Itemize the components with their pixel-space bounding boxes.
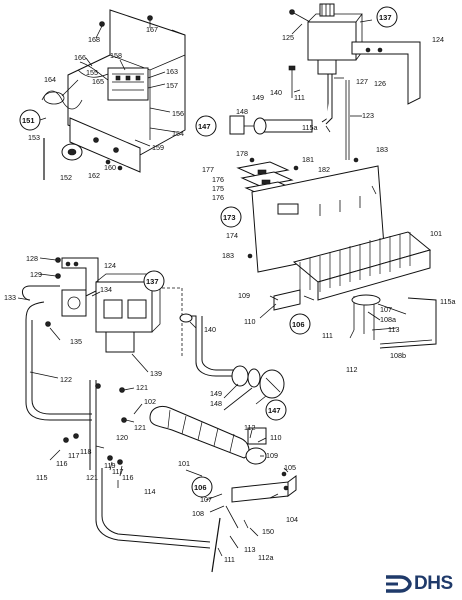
- label-122: 122: [60, 375, 72, 384]
- label-133: 133: [4, 293, 16, 302]
- label-128: 128: [26, 254, 38, 263]
- label-113-bottom: 113: [244, 545, 255, 554]
- label-166: 166: [74, 53, 86, 62]
- label-117-b: 117: [112, 467, 123, 476]
- label-167: 167: [146, 25, 158, 34]
- label-118: 118: [80, 447, 91, 456]
- label-112-top: 112: [346, 365, 357, 374]
- label-129: 129: [30, 270, 42, 279]
- label-173: 173: [223, 213, 236, 222]
- label-120: 120: [116, 433, 128, 442]
- label-106-top: 106: [292, 320, 305, 329]
- label-126: 126: [374, 79, 386, 88]
- label-115a-top: 115a: [302, 123, 317, 132]
- label-175: 175: [212, 184, 224, 193]
- label-135: 135: [70, 337, 82, 346]
- label-121-c: 121: [86, 473, 98, 482]
- label-147-top: 147: [198, 122, 211, 131]
- label-111-top: 111: [294, 93, 305, 102]
- label-152: 152: [60, 173, 72, 182]
- label-163: 163: [166, 67, 178, 76]
- label-104: 104: [286, 515, 298, 524]
- label-127: 127: [356, 77, 368, 86]
- label-162: 162: [88, 171, 100, 180]
- label-149-top: 149: [252, 93, 264, 102]
- label-155: 155: [86, 68, 98, 77]
- label-147-bottom: 147: [268, 406, 281, 415]
- label-137-bottom: 137: [146, 277, 159, 286]
- label-109-top: 109: [238, 291, 250, 300]
- label-101-bottom: 101: [178, 459, 190, 468]
- circled-callouts: [143, 6, 398, 498]
- label-153: 153: [28, 133, 40, 142]
- label-124-top: 124: [432, 35, 444, 44]
- label-164: 164: [44, 75, 56, 84]
- label-157: 157: [166, 81, 178, 90]
- label-148-top: 148: [236, 107, 248, 116]
- label-111-mid: 111: [322, 331, 333, 340]
- label-115: 115: [36, 473, 47, 482]
- label-113-top: 113: [388, 325, 399, 334]
- label-160: 160: [104, 163, 116, 172]
- label-108a: 108a: [380, 315, 396, 324]
- label-116-a: 116: [56, 459, 67, 468]
- label-121-b: 121: [134, 423, 146, 432]
- label-112-bottom: 112: [244, 423, 255, 432]
- label-109-bottom: 109: [266, 451, 278, 460]
- label-150: 150: [262, 527, 274, 536]
- label-125: 125: [282, 33, 294, 42]
- gas-valve-assembly-top: [229, 3, 437, 349]
- label-176-a: 176: [212, 175, 224, 184]
- label-119: 119: [104, 461, 115, 470]
- label-181: 181: [302, 155, 314, 164]
- label-183-mid: 183: [222, 251, 234, 260]
- label-105: 105: [284, 463, 296, 472]
- label-176-b: 176: [212, 193, 224, 202]
- label-111-bottom: 111: [224, 555, 235, 564]
- label-116-b: 116: [122, 473, 133, 482]
- label-158: 158: [110, 51, 122, 60]
- label-124-bottom: 124: [104, 261, 116, 270]
- label-112a: 112a: [258, 553, 273, 562]
- label-101-top: 101: [430, 229, 442, 238]
- label-121-a: 121: [136, 383, 148, 392]
- dhs-logo: DHS: [384, 573, 453, 595]
- label-107-bottom: 107: [200, 495, 212, 504]
- label-139: 139: [150, 369, 162, 378]
- label-117-a: 117: [68, 451, 79, 460]
- label-183-top: 183: [376, 145, 388, 154]
- label-123: 123: [362, 111, 374, 120]
- label-148-bottom: 148: [210, 399, 222, 408]
- label-174: 174: [226, 231, 238, 240]
- label-134: 134: [100, 285, 112, 294]
- label-107-top: 107: [380, 305, 392, 314]
- label-108b: 108b: [390, 351, 406, 360]
- label-110-top: 110: [244, 317, 255, 326]
- brand-name: DHS: [414, 573, 453, 594]
- label-106-bottom: 106: [194, 483, 207, 492]
- control-box-assembly: [19, 9, 186, 180]
- label-108-bottom: 108: [192, 509, 204, 518]
- label-182: 182: [318, 165, 330, 174]
- label-151: 151: [22, 116, 35, 125]
- label-177: 177: [202, 165, 214, 174]
- label-140-top: 140: [270, 88, 282, 97]
- label-149-bottom: 149: [210, 389, 222, 398]
- gas-valve-assembly-bottom: [17, 257, 297, 573]
- label-140-bottom: 140: [204, 325, 216, 334]
- label-178: 178: [236, 149, 248, 158]
- label-165: 165: [92, 77, 104, 86]
- label-168: 168: [88, 35, 100, 44]
- label-102: 102: [144, 397, 156, 406]
- label-137-top: 137: [379, 13, 392, 22]
- label-159: 159: [152, 143, 164, 152]
- label-115a-right: 115a: [440, 297, 455, 306]
- label-154: 154: [172, 129, 184, 138]
- label-110-bottom: 110: [270, 433, 281, 442]
- dhs-logo-icon: [386, 575, 412, 593]
- label-114: 114: [144, 487, 155, 496]
- label-156: 156: [172, 109, 184, 118]
- part-number-labels: 168 167 158 155 165 163 157 164 166 156 …: [4, 13, 455, 564]
